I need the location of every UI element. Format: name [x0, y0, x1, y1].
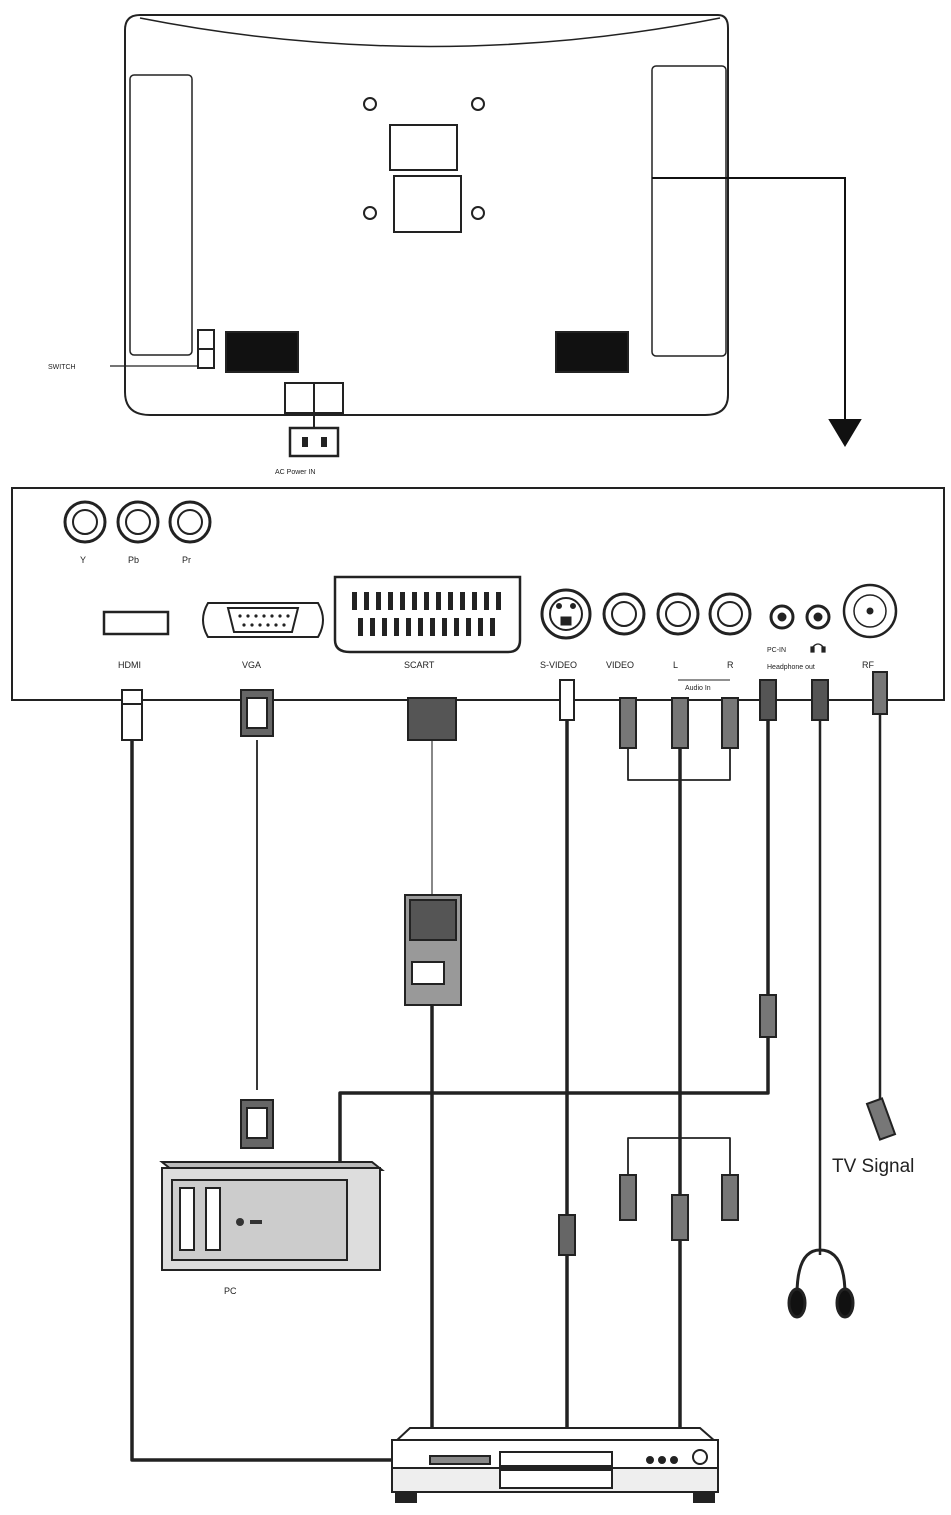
rca-plug-l-bottom	[671, 1194, 689, 1241]
cables	[130, 712, 882, 1462]
zoom-arrow	[652, 177, 862, 447]
pb-jack	[116, 500, 160, 544]
y-label: Y	[80, 555, 86, 565]
speaker-grille-left	[225, 331, 299, 373]
tv-signal-label: TV Signal	[832, 1156, 914, 1177]
hdmi-label: HDMI	[118, 660, 141, 670]
audio-r-jack	[708, 592, 752, 636]
scart-port	[333, 575, 522, 654]
rf-label: RF	[862, 660, 874, 670]
pc-audio-plug-top	[759, 679, 777, 721]
pc-in-label: PC-IN	[767, 647, 786, 654]
video-label: VIDEO	[606, 660, 634, 670]
av-jacks	[540, 583, 898, 681]
mount-plate-top	[389, 124, 458, 171]
rca-plug-r-top	[721, 697, 739, 749]
left-side-panel	[129, 74, 193, 356]
r-label: R	[727, 660, 734, 670]
scart-label: SCART	[404, 660, 435, 670]
s-video-jack	[540, 588, 592, 640]
mount-hole-br	[471, 206, 485, 220]
rca-plug-r-bottom	[721, 1174, 739, 1221]
pr-jack	[168, 500, 212, 544]
y-jack	[63, 500, 107, 544]
pc-in-jack	[769, 604, 795, 630]
s-video-plug-bottom	[558, 1214, 576, 1256]
pc-audio-cable	[338, 720, 770, 1165]
mount-hole-tr	[471, 97, 485, 111]
pc-icon	[159, 1161, 385, 1271]
rf-plug-bottom	[865, 1097, 897, 1141]
audio-in-label: Audio In	[685, 685, 711, 692]
headphone-out-label: Headphone out	[767, 664, 815, 671]
s-video-label: S-VIDEO	[540, 660, 577, 670]
pc-audio-plug-mid	[759, 994, 777, 1038]
right-side-panel	[651, 65, 727, 357]
component-jacks	[63, 500, 212, 544]
pc-label: PC	[224, 1286, 237, 1296]
ac-power-in-label: AC Power IN	[275, 469, 315, 476]
mount-hole-tl	[363, 97, 377, 111]
dvd-player-icon	[391, 1427, 719, 1503]
hdmi-plug	[121, 689, 143, 741]
mount-plate-bottom	[393, 175, 462, 233]
headphone-out-jack	[805, 604, 831, 630]
pr-label: Pr	[182, 555, 191, 565]
audio-l-jack	[656, 592, 700, 636]
mount-hole-bl	[363, 206, 377, 220]
rca-group-bottom	[627, 1137, 731, 1175]
speaker-grille-right	[555, 331, 629, 373]
l-label: L	[673, 660, 678, 670]
hdmi-port	[102, 610, 170, 636]
rca-plug-l-top	[671, 697, 689, 749]
scart-plug-top	[407, 697, 457, 741]
s-video-plug-top	[559, 679, 575, 721]
headphone-plug	[811, 679, 829, 721]
ac-plug	[288, 426, 340, 458]
rca-plug-video-top	[619, 697, 637, 749]
vga-label: VGA	[242, 660, 261, 670]
headphone-icon	[810, 643, 826, 653]
hdmi-cable	[130, 740, 395, 1462]
rf-jack	[842, 583, 898, 639]
pb-label: Pb	[128, 555, 139, 565]
rca-plug-video-bottom	[619, 1174, 637, 1221]
headphones-icon	[787, 1248, 855, 1319]
plugs	[121, 671, 897, 1256]
vga-port	[202, 602, 324, 638]
switch-label: SWITCH	[48, 364, 76, 371]
video-jack	[602, 592, 646, 636]
tv-back-panel	[110, 14, 729, 458]
rf-plug-top	[872, 671, 888, 715]
